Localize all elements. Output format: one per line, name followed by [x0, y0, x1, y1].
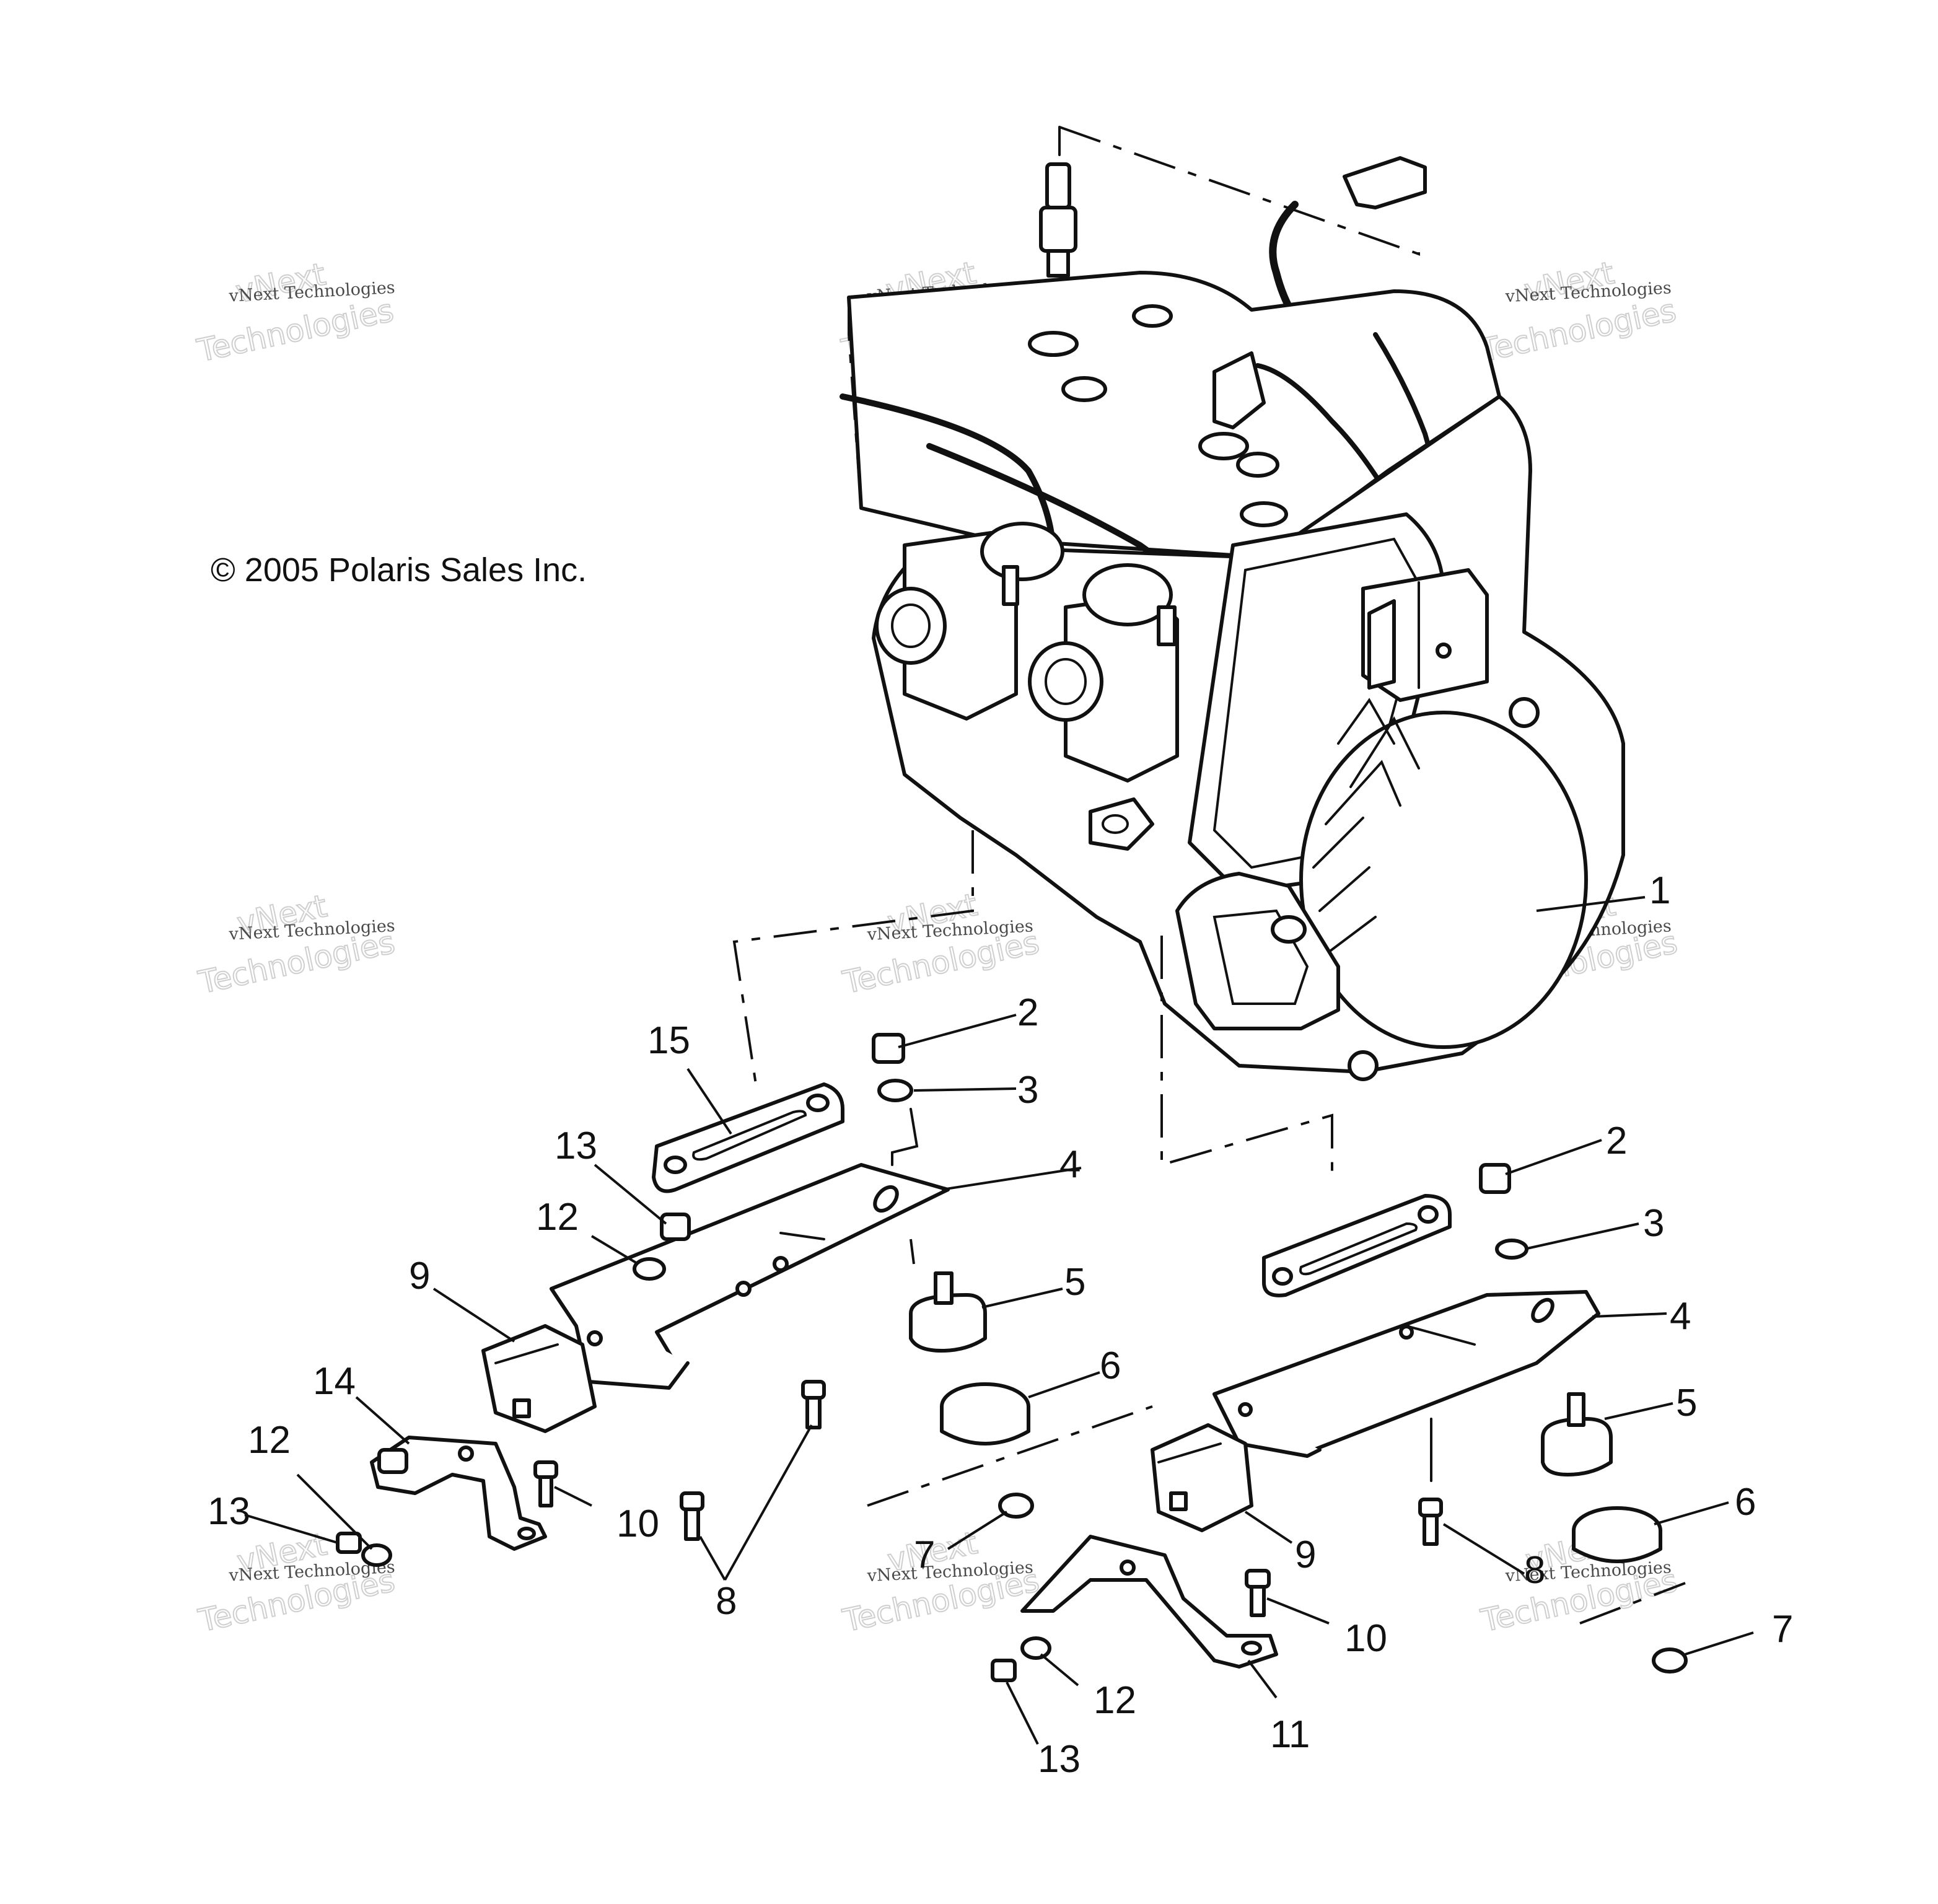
nut-13-left-a: [660, 1213, 691, 1241]
watermark-top-left: vNext Technologies: [193, 255, 397, 369]
callout-12-left: 12: [536, 1196, 579, 1239]
nut-13-left-b: [336, 1532, 362, 1554]
washer-3-right: [1495, 1239, 1528, 1260]
callout-12-far-left: 12: [248, 1419, 291, 1462]
callout-11: 11: [1270, 1713, 1310, 1756]
callout-2-right: 2: [1606, 1120, 1627, 1162]
rubber-puck-6-left: [940, 1382, 1030, 1446]
callout-1: 1: [1649, 869, 1670, 912]
washer-12-left-b: [361, 1543, 392, 1567]
callout-6-left: 6: [1100, 1345, 1121, 1387]
washer-12-left-a: [633, 1257, 666, 1281]
bolt-8-right: [1418, 1498, 1443, 1546]
bolt-8-left-a: [801, 1380, 826, 1429]
callout-8-right: 8: [1524, 1549, 1545, 1592]
callout-2-left: 2: [1017, 991, 1038, 1034]
bolt-10-right: [1245, 1569, 1271, 1617]
callout-9-left: 9: [409, 1255, 430, 1297]
callout-10-right: 10: [1344, 1617, 1387, 1660]
nut-2-right: [1479, 1163, 1511, 1194]
rubber-puck-6-right: [1572, 1506, 1662, 1563]
callout-12-right: 12: [1094, 1679, 1136, 1722]
spacer-right: [1262, 1194, 1452, 1297]
callout-9-right: 9: [1295, 1533, 1316, 1576]
callout-3-left: 3: [1017, 1069, 1038, 1112]
callout-7-center: 7: [914, 1533, 935, 1576]
mount-block-9-left: [481, 1324, 597, 1433]
callout-4-left: 4: [1059, 1143, 1081, 1186]
callout-3-right: 3: [1643, 1202, 1664, 1245]
callout-5-left: 5: [1064, 1261, 1085, 1304]
callout-14: 14: [313, 1360, 356, 1403]
callout-13-left: 13: [555, 1125, 597, 1167]
bracket-left: [550, 1163, 950, 1390]
nut-7-right: [1652, 1647, 1688, 1674]
callout-6-right: 6: [1735, 1481, 1756, 1524]
engine-assembly: [840, 126, 1625, 1081]
bracket-14: [370, 1436, 547, 1551]
ignition-coil: [1361, 568, 1489, 702]
washer-12-right: [1020, 1636, 1051, 1660]
svg-text:Technologies: Technologies: [194, 292, 397, 369]
callout-8-left: 8: [716, 1580, 737, 1623]
rubber-mount-5-right: [1541, 1392, 1613, 1476]
callout-10-left: 10: [616, 1503, 659, 1545]
callout-15: 15: [647, 1019, 690, 1062]
callout-13-far-left: 13: [208, 1490, 250, 1533]
bolt-10-left: [533, 1460, 558, 1507]
recoil-starter: [1299, 697, 1588, 1081]
callout-labels: 1 2 3 4 5 6 7 8 9 10 11 12 13 14 15 2 3 …: [208, 869, 1793, 1781]
bracket-right: [1212, 1290, 1600, 1458]
callout-13-right: 13: [1038, 1738, 1081, 1781]
spacer-left: [652, 1082, 844, 1193]
head-bolts: [1028, 304, 1288, 527]
copyright-text: © 2005 Polaris Sales Inc.: [211, 551, 587, 589]
carburetor-right: [1028, 563, 1179, 783]
washer-3-left: [877, 1079, 913, 1102]
callout-5-right: 5: [1676, 1382, 1697, 1424]
spark-plug: [1039, 162, 1077, 278]
recoil-handle: [1175, 872, 1340, 1030]
carburetor-left: [875, 522, 1064, 721]
mount-block-9-right: [1151, 1423, 1253, 1532]
bolt-8-left-b: [680, 1491, 704, 1541]
bracket-11: [1020, 1535, 1278, 1669]
rubber-mount-5-left: [909, 1271, 987, 1353]
watermark-top-right: vNext Technologies: [1476, 254, 1680, 369]
callout-7-right: 7: [1772, 1608, 1793, 1651]
nut-7-center: [998, 1493, 1034, 1519]
nut-13-right: [991, 1659, 1017, 1682]
nut-2-left: [872, 1033, 905, 1064]
callout-4-right: 4: [1670, 1295, 1691, 1338]
leader-lines: [244, 896, 1754, 1745]
